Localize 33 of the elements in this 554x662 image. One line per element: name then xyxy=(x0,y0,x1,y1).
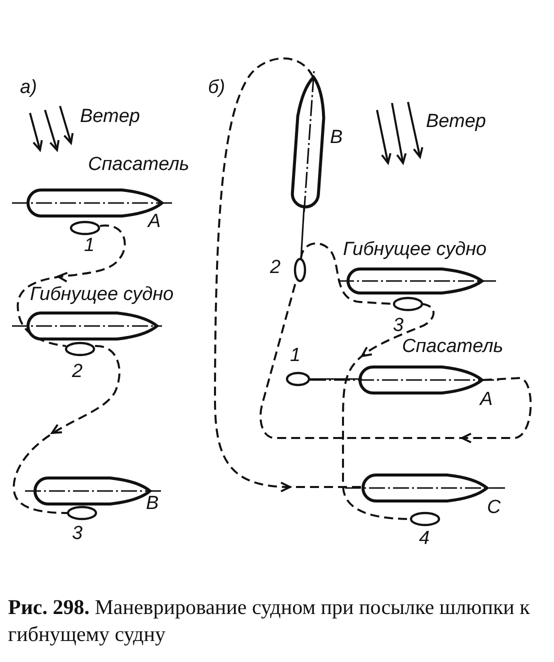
position-letter: А xyxy=(480,390,493,409)
position-number: 2 xyxy=(270,258,281,277)
ship-drawing xyxy=(290,70,326,212)
position-number: 3 xyxy=(72,524,83,543)
ship-label: Спасатель xyxy=(402,337,504,356)
wind-label: Ветер xyxy=(426,112,486,131)
ship-label: Гибнущее судно xyxy=(30,285,174,304)
position-number: 2 xyxy=(72,362,83,381)
wind-label: Ветер xyxy=(80,107,140,126)
position-number: 4 xyxy=(419,529,430,548)
course-line xyxy=(214,57,363,492)
boat-icon xyxy=(392,296,424,312)
position-letter: В xyxy=(146,494,159,513)
ship-label: Спасатель xyxy=(88,155,190,174)
tow-line xyxy=(300,208,305,260)
boat-icon xyxy=(294,258,306,282)
boat-icon xyxy=(70,220,100,236)
course-line xyxy=(12,345,120,514)
course-line xyxy=(16,224,126,347)
position-letter: С xyxy=(487,498,501,517)
boat-icon xyxy=(66,506,98,520)
ship-label: Гибнущее судно xyxy=(343,240,487,259)
boat-icon xyxy=(64,342,96,356)
figure-caption: Рис. 298. Маневрирование судном при посылке шлюпки к гибнущему судну xyxy=(8,594,531,648)
position-number: 3 xyxy=(393,316,404,335)
boat-icon xyxy=(410,512,440,526)
position-number: 1 xyxy=(84,236,95,255)
position-letter: В xyxy=(330,128,343,147)
course-line xyxy=(342,303,434,520)
panel-label: б) xyxy=(208,78,226,97)
position-number: 1 xyxy=(290,346,301,365)
position-letter: А xyxy=(148,212,161,231)
panel-label: а) xyxy=(20,78,37,97)
